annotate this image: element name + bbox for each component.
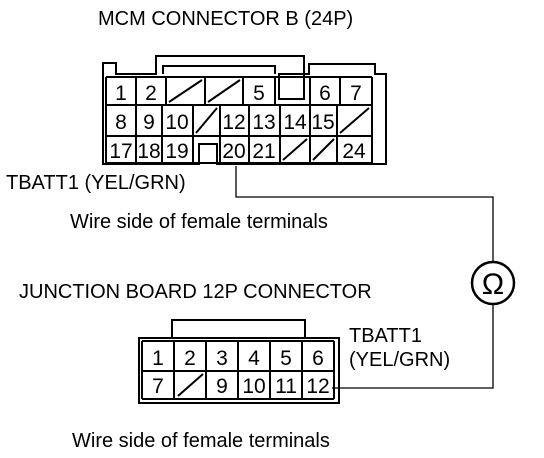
mcm-pin-label: 5 (253, 82, 265, 105)
mcm-lock-tab (162, 65, 276, 74)
mcm-pin-label: 17 (109, 140, 132, 163)
junction-connector-housing (138, 319, 340, 404)
junction-pin-label: 7 (152, 375, 164, 398)
mcm-pin-label: 21 (252, 140, 275, 163)
junction-empty-cavity-8 (177, 373, 204, 397)
mcm-wire-side-note: Wire side of female terminals (70, 211, 328, 233)
test-leads (235, 166, 494, 389)
junction-connector-title: JUNCTION BOARD 12P CONNECTOR (19, 281, 372, 303)
mcm-pin-label: 6 (319, 82, 331, 105)
test-lead-mcm-pin-20 (235, 166, 494, 262)
junction-pin-labels: 1 2 3 4 5 6 7 9 10 11 12 (152, 347, 330, 398)
mcm-pin-label: 18 (137, 140, 160, 163)
mcm-pin-label: 12 (222, 111, 245, 134)
mcm-pin-label: 10 (165, 111, 188, 134)
mcm-pin-label: 1 (115, 82, 127, 105)
junction-pin-label: 6 (312, 347, 324, 370)
mcm-pin-label-highlighted: 20 (222, 140, 245, 163)
mcm-empty-cavity-23 (312, 138, 335, 161)
mcm-pin-label: 13 (252, 111, 275, 134)
junction-pin-label: 3 (216, 347, 228, 370)
mcm-empty-cavity-3 (168, 79, 203, 103)
mcm-empty-cavity-22 (282, 138, 308, 161)
mcm-pin-label: 8 (115, 111, 127, 134)
mcm-empty-cavity-11 (195, 107, 218, 134)
mcm-pin-label: 15 (311, 111, 334, 134)
mcm-empty-cavity-4 (207, 79, 241, 103)
mcm-empty-cavity-16 (339, 107, 370, 134)
mcm-pin-label: 2 (145, 82, 157, 105)
junction-pin-label: 10 (242, 375, 265, 398)
mcm-pin-labels: 1 2 5 6 7 8 9 10 12 13 14 15 17 18 19 20… (109, 82, 366, 163)
junction-terminal-label-name: TBATT1 (349, 325, 422, 347)
junction-pin-label: 2 (184, 347, 196, 370)
mcm-pin-label: 7 (350, 82, 362, 105)
junction-pin-label: 5 (280, 347, 292, 370)
mcm-connector-b (102, 55, 387, 165)
ohmmeter-symbol: Ω (482, 268, 504, 301)
mcm-pin-label: 24 (342, 140, 366, 163)
junction-pin-label: 4 (248, 347, 260, 370)
mcm-connector-housing (102, 55, 387, 165)
mcm-terminal-label: TBATT1 (YEL/GRN) (6, 172, 186, 194)
mcm-pin-label: 9 (143, 111, 155, 134)
junction-pin-label: 11 (275, 375, 297, 398)
junction-pin-label: 9 (216, 375, 228, 398)
junction-pin-label: 1 (152, 347, 164, 370)
junction-wire-side-note: Wire side of female terminals (72, 430, 330, 452)
junction-12p-connector (138, 319, 340, 404)
test-lead-junction-pin-12 (332, 305, 494, 389)
mcm-connector-title: MCM CONNECTOR B (24P) (98, 8, 353, 30)
mcm-pin-label: 19 (165, 140, 188, 163)
junction-pin-label-highlighted: 12 (306, 375, 329, 398)
mcm-pin-label: 14 (283, 111, 307, 134)
ohmmeter-icon: Ω (470, 260, 516, 306)
junction-terminal-label-color: (YEL/GRN) (349, 349, 450, 371)
